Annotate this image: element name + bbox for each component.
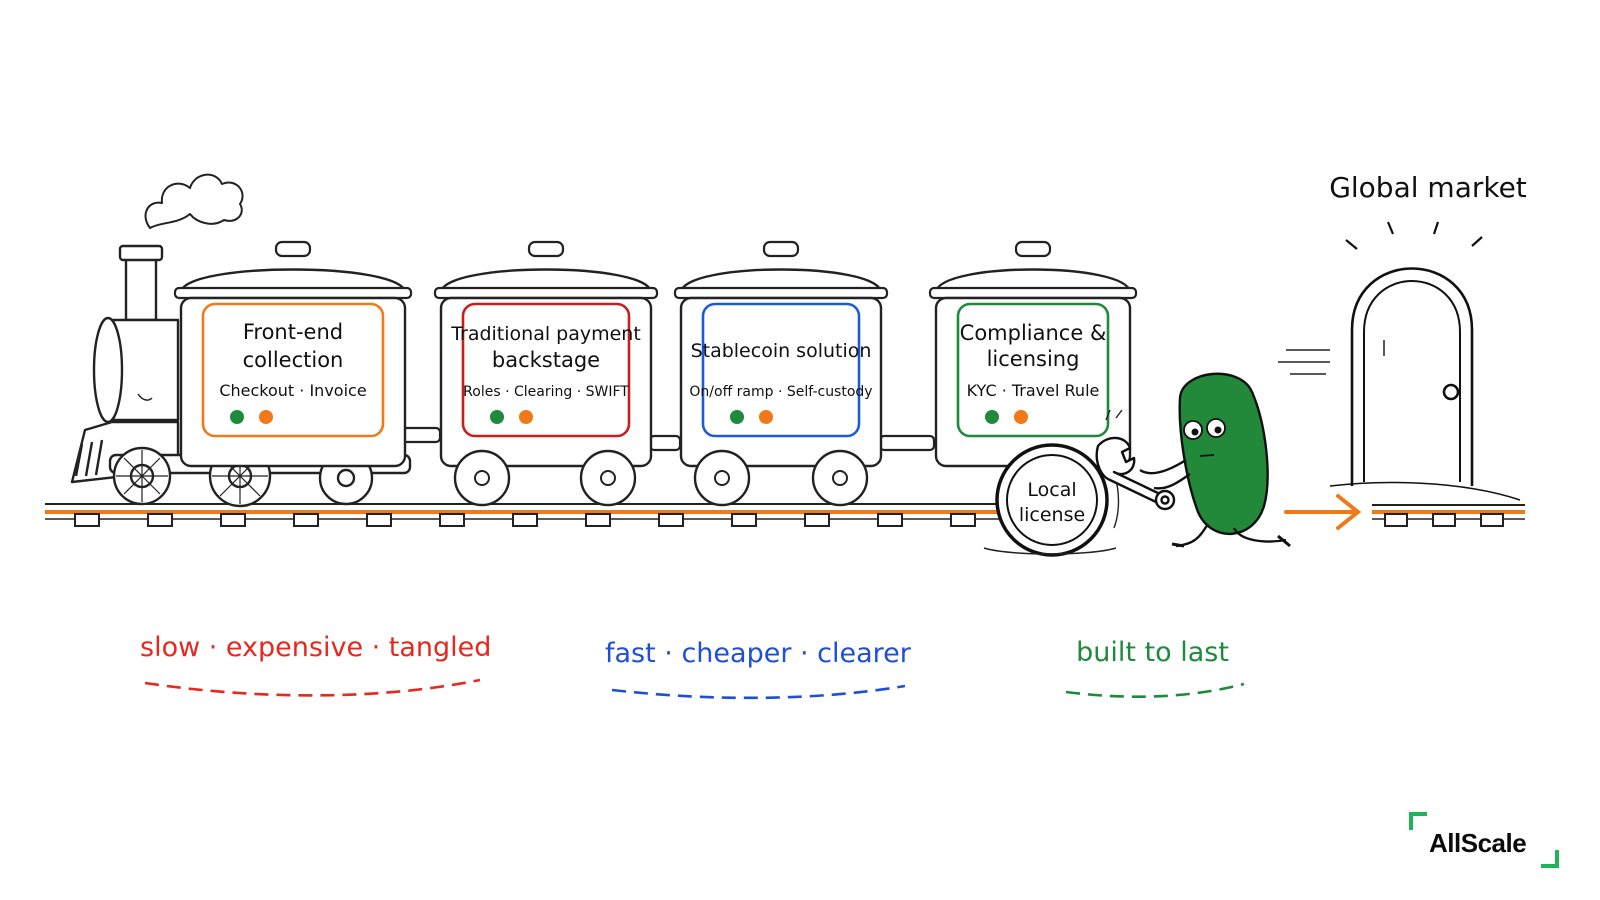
global-market-label: Global market [1329,171,1527,204]
rail-track [45,503,1525,527]
wrench-icon [1095,436,1176,511]
wagon-frame [201,302,385,438]
allscale-logo: AllScale [1409,812,1559,868]
wagon-title-line: Stablecoin solution [691,340,872,362]
wheel-label-line-2: license [1019,504,1085,526]
door-icon [1329,221,1521,501]
rail-tie [877,513,903,527]
local-license-wheel: Local license [983,443,1120,557]
status-dot-orange [759,410,773,424]
status-dot-orange [519,410,533,424]
rail-tie [1480,513,1504,527]
status-dot-green [730,410,744,424]
rail-tie [804,513,830,527]
rail-tie [293,513,319,527]
motion-lines [1278,349,1330,375]
wagon-subtitle: Roles · Clearing · SWIFT [463,384,629,400]
wagon-subtitle: On/off ramp · Self-custody [689,384,872,400]
couplers [400,426,936,452]
rail-tie [220,513,246,527]
caption-fast: fast · cheaper · clearer [605,638,911,669]
wagon-title-line: Compliance & [960,321,1107,345]
status-dot-green [230,410,244,424]
logo-text: AllScale [1429,828,1527,858]
wagon-frame [701,302,861,438]
rail-tie [1432,513,1456,527]
rail-tie [512,513,538,527]
rail-tie [147,513,173,527]
rail-tie [74,513,100,527]
bean-character [1105,372,1291,548]
wagon-title-line: Front-end [243,320,343,344]
wagon-subtitle: KYC · Travel Rule [967,381,1100,400]
rail-tie [366,513,392,527]
rail-tie [950,513,976,527]
wagon-title-line: backstage [492,348,600,372]
rail-tie [731,513,757,527]
wagon-frame [461,302,631,438]
wagon-title-line: collection [243,348,344,372]
rail-tie [658,513,684,527]
status-dot-green [490,410,504,424]
status-dot-green [985,410,999,424]
caption-built: built to last [1076,637,1229,668]
smoke-cloud-icon [144,173,244,229]
wagon-title-line: Traditional payment [450,323,641,345]
status-dot-orange [259,410,273,424]
rail-tie [1384,513,1408,527]
wheel-label-line-1: Local [1027,479,1076,501]
wagon-subtitle: Checkout · Invoice [219,381,366,400]
rail-tie [585,513,611,527]
arrow-right-icon [1284,494,1362,530]
status-dot-orange [1014,410,1028,424]
caption-slow: slow · expensive · tangled [140,632,492,663]
logo-bracket-top-left [1409,812,1427,830]
logo-bracket-bottom-right [1541,850,1559,868]
rail-tie [439,513,465,527]
wagon-title-line: licensing [987,347,1080,371]
caption-underlines [144,678,1245,700]
wagon-frame [956,302,1110,438]
